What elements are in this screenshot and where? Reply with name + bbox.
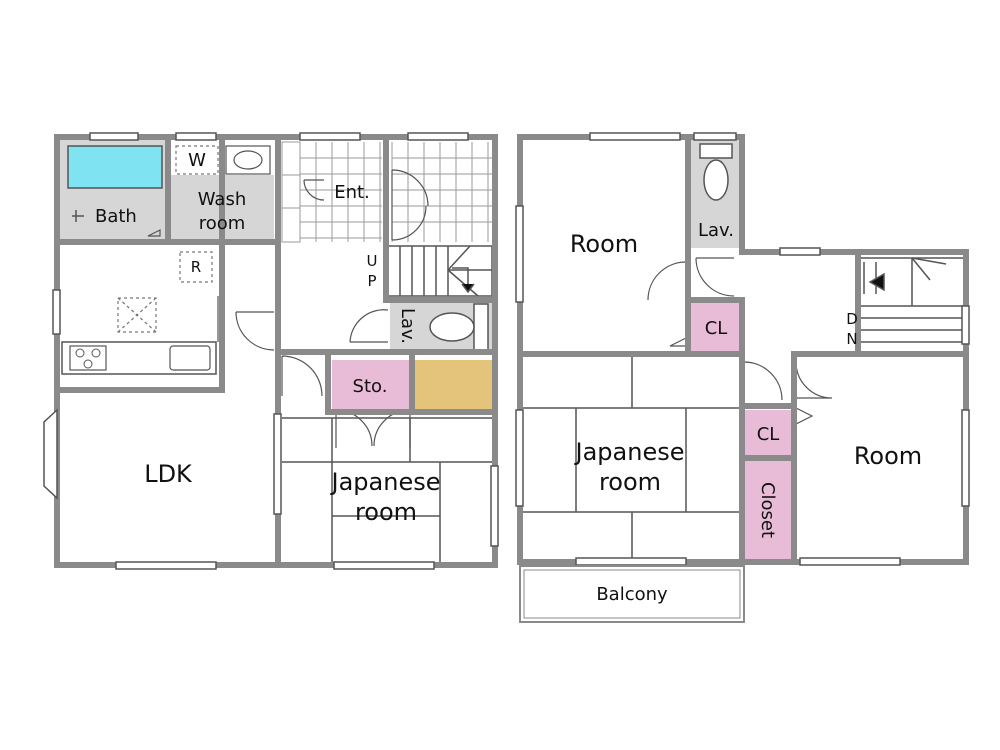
label-wash-2: room [199,213,246,234]
label-lav-1f: Lav. [397,308,418,344]
label-entrance: Ent. [334,182,370,203]
washer-icon [175,145,219,175]
sink-icon [169,345,211,371]
label-closet: Closet [757,482,778,538]
label-bath: Bath [95,206,137,227]
toilet-2f-icon [699,143,733,201]
range-hood-icon [117,297,157,333]
storage-area [332,360,410,410]
label-japanese-2f-2: room [599,468,661,496]
label-storage: Sto. [353,376,388,397]
fridge-icon [179,251,213,283]
windows-1f [43,132,499,570]
label-cl-upper: CL [705,318,728,339]
label-wash-1: Wash [198,189,246,210]
label-up-p: P [367,272,376,290]
kitchen [61,251,217,375]
second-floor [515,132,970,623]
first-floor [43,132,499,570]
closet-lower [744,410,792,456]
label-cl-lower: CL [757,424,780,445]
bathtub [67,145,163,189]
labels: Bath Wash room W R Ent. U P Lav. Sto. LD… [95,150,922,605]
label-japanese-1f-1: Japanese [330,468,441,496]
tatami-2f [520,356,742,562]
label-ldk: LDK [144,460,193,488]
entrance-tiles [281,141,492,243]
closet-tall [744,460,792,562]
label-fridge: R [191,258,201,276]
label-up-u: U [367,252,378,270]
stairs-down [857,257,965,353]
wash-basin-icon [225,145,271,175]
stairs-up [387,245,493,297]
label-room-nw: Room [570,230,638,258]
storage-closet [414,360,492,410]
toilet-icon [429,303,489,351]
balcony [519,565,745,623]
label-room-se: Room [854,442,922,470]
label-japanese-2f-1: Japanese [574,438,685,466]
walls-2f [517,134,969,565]
closet-upper [690,302,742,352]
label-down-n: N [846,330,857,348]
label-japanese-1f-2: room [355,498,417,526]
label-balcony: Balcony [596,584,668,605]
stove-icon [69,345,107,371]
label-washer: W [188,150,206,171]
faucet-icon [72,210,84,222]
label-lav-2f: Lav. [698,220,734,241]
label-down-d: D [846,310,858,328]
